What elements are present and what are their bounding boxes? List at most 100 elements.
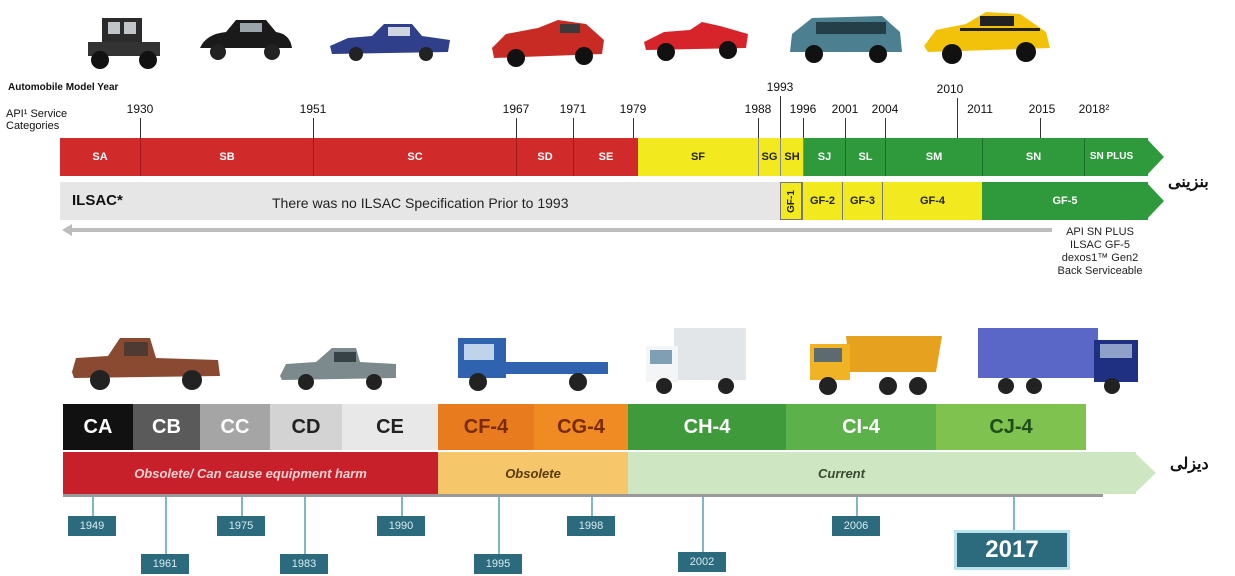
year-tick xyxy=(845,118,846,138)
diesel-year: 1983 xyxy=(280,554,328,574)
timeline-axis xyxy=(63,494,1103,497)
year-label: 1971 xyxy=(559,102,587,116)
status-obsolete-harm: Obsolete/ Can cause equipment harm xyxy=(63,452,438,494)
year-connector xyxy=(241,497,243,517)
ilsac-empty-band xyxy=(60,182,780,220)
year-label: 1988 xyxy=(744,102,772,116)
ilsac-segment-gf5: GF-5 xyxy=(982,182,1148,220)
status-obsolete: Obsolete xyxy=(438,452,628,494)
pickup-truck-icon xyxy=(280,348,396,390)
note-line: dexos1™ Gen2 xyxy=(1061,252,1139,264)
year-label: 2004 xyxy=(871,102,899,116)
semi-truck-icon xyxy=(978,328,1138,394)
diesel-cat-cc: CC xyxy=(200,404,270,450)
year-label: 1951 xyxy=(299,102,327,116)
api-categories-header: API¹ Service Categories xyxy=(6,108,68,132)
year-label: 1930 xyxy=(126,102,154,116)
api-segment-sa: SA xyxy=(60,138,140,176)
year-label: 1979 xyxy=(619,102,647,116)
light-truck-icon xyxy=(458,338,608,391)
year-tick xyxy=(885,118,886,138)
api-bar-arrowhead xyxy=(1146,138,1164,176)
diesel-year: 1998 xyxy=(567,516,615,536)
ilsac-segment-gf3: GF-3 xyxy=(842,182,882,220)
ilsac-note: There was no ILSAC Specification Prior t… xyxy=(272,195,569,211)
back-serviceable-note: API SN PLUS ILSAC GF-5 dexos1™ Gen2 Back… xyxy=(1030,226,1170,278)
api-segment-sn-plus: SN PLUS xyxy=(1084,138,1148,176)
diesel-cat-cb: CB xyxy=(133,404,200,450)
year-tick xyxy=(140,118,141,138)
year-tick xyxy=(957,98,958,138)
api-segment-sm: SM xyxy=(885,138,982,176)
year-tick xyxy=(516,118,517,138)
ilsac-segment-gf1: GF-1 xyxy=(780,182,802,220)
ilsac-segment-gf2: GF-2 xyxy=(802,182,842,220)
year-tick xyxy=(1040,118,1041,138)
note-line: Back Serviceable xyxy=(1057,265,1143,277)
car-1970s-icon xyxy=(492,20,604,67)
car-1930-icon xyxy=(88,18,160,69)
year-label: 1967 xyxy=(502,102,530,116)
year-connector xyxy=(1013,497,1015,531)
year-tick xyxy=(780,96,781,138)
api-segment-sc: SC xyxy=(313,138,516,176)
diesel-cat-cg4: CG-4 xyxy=(534,404,628,450)
old-pickup-icon xyxy=(72,338,220,390)
status-current: Current xyxy=(628,452,1136,494)
year-tick xyxy=(758,118,759,138)
diesel-cat-ca: CA xyxy=(63,404,133,450)
year-connector xyxy=(165,497,167,555)
ilsac-bar-arrowhead xyxy=(1146,182,1164,220)
diesel-year: 1961 xyxy=(141,554,189,574)
year-connector xyxy=(92,497,94,517)
diesel-cat-ch4: CH-4 xyxy=(628,404,786,450)
year-label: 1996 xyxy=(789,102,817,116)
diesel-side-label: دیزلی xyxy=(1170,456,1209,473)
api-segment-sj: SJ xyxy=(803,138,845,176)
model-year-header: Automobile Model Year xyxy=(8,82,119,93)
year-label: 2015 xyxy=(1028,102,1056,116)
year-label: 2010 xyxy=(936,82,964,96)
diesel-cat-cf4: CF-4 xyxy=(438,404,534,450)
year-tick xyxy=(633,118,634,138)
car-camaro-icon xyxy=(924,12,1050,64)
api-segment-se: SE xyxy=(573,138,638,176)
diesel-year-2017: 2017 xyxy=(954,530,1070,570)
year-tick xyxy=(313,118,314,138)
api-segment-sb: SB xyxy=(140,138,313,176)
car-1950s-icon xyxy=(330,24,450,61)
note-line: ILSAC GF-5 xyxy=(1070,239,1130,251)
diesel-cat-cd: CD xyxy=(270,404,342,450)
api-segment-sd: SD xyxy=(516,138,573,176)
diesel-year: 2002 xyxy=(678,552,726,572)
year-connector xyxy=(304,497,306,555)
api-segment-sg: SG xyxy=(758,138,780,176)
year-label: 1993 xyxy=(766,80,794,94)
year-tick xyxy=(573,118,574,138)
year-label: 2001 xyxy=(831,102,859,116)
year-connector xyxy=(702,497,704,553)
diesel-cat-ce: CE xyxy=(342,404,438,450)
diesel-year: 1995 xyxy=(474,554,522,574)
car-1940s-icon xyxy=(200,20,292,60)
ilsac-label: ILSAC* xyxy=(72,192,123,209)
car-convertible-icon xyxy=(644,22,748,61)
ilsac-segment-gf4: GF-4 xyxy=(882,182,982,220)
dump-truck-icon xyxy=(810,336,942,395)
ilsac-gf1-text: GF-1 xyxy=(785,189,797,213)
diesel-cat-cj4: CJ-4 xyxy=(936,404,1086,450)
year-connector xyxy=(856,497,858,517)
api-segment-sh: SH xyxy=(780,138,803,176)
diesel-year: 1949 xyxy=(68,516,116,536)
year-connector xyxy=(591,497,593,517)
back-serviceable-arrow xyxy=(62,224,1052,236)
box-truck-icon xyxy=(646,328,746,394)
car-minivan-icon xyxy=(790,16,902,63)
diesel-year: 2006 xyxy=(832,516,880,536)
year-tick xyxy=(803,118,804,138)
year-connector xyxy=(498,497,500,555)
note-line: API SN PLUS xyxy=(1066,226,1134,238)
diesel-year: 1975 xyxy=(217,516,265,536)
diesel-cat-ci4: CI-4 xyxy=(786,404,936,450)
api-segment-sn: SN xyxy=(982,138,1084,176)
